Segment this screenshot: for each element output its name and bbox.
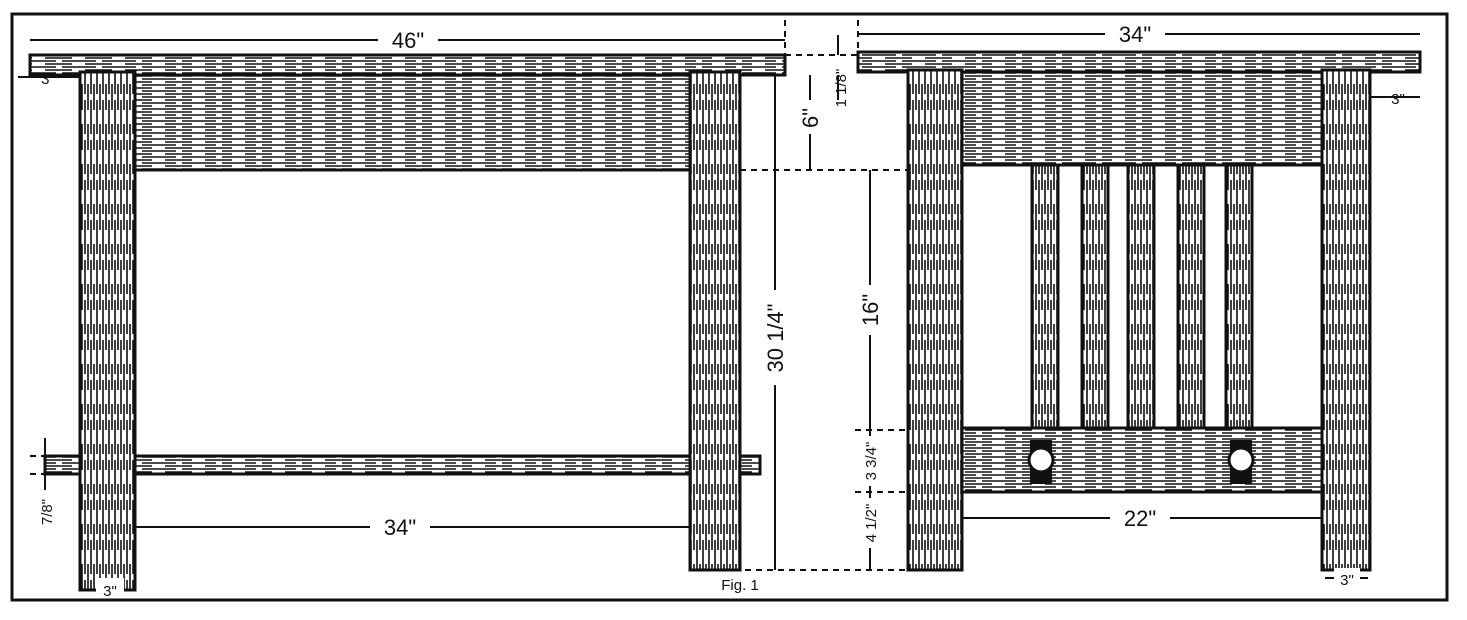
dim-top-overhang-right: 3" [1391,91,1405,108]
tenon-key [1027,440,1055,484]
frame-border [10,12,1449,602]
slat [1176,163,1206,432]
dim-overall-length: 46" [392,28,424,53]
tenon-key [1227,440,1255,484]
side-elevation [28,53,787,592]
apron-left [133,73,692,172]
dim-inner-length: 34" [384,515,416,540]
end-elevation [856,50,1422,572]
dim-leg-width-right: 3" [1340,572,1354,589]
lower-rail [960,426,1324,494]
dim-leg-width-left: 3" [103,583,117,600]
dim-overall-width: 34" [1119,22,1151,47]
slat [1080,163,1110,432]
table-top-left [28,53,787,77]
figure-caption: Fig. 1 [721,577,759,594]
leg-left-front [78,70,137,592]
dim-top-thickness: 1 1/8" [833,69,850,108]
dim-stretcher-thickness: 7/8" [39,499,56,525]
dim-apron-height: 6" [798,108,823,128]
stretcher [43,454,762,476]
slat [1030,163,1060,432]
slat [1126,163,1156,432]
apron-right [960,70,1324,167]
leg-right-back [1320,68,1372,572]
slat [1224,163,1254,432]
dim-lower-rail-clearance: 4 1/2" [863,504,880,543]
dim-inner-width: 22" [1124,506,1156,531]
dim-total-height: 30 1/4" [763,304,788,373]
dim-slat-height: 16" [858,294,883,326]
dim-top-overhang-left: 3" [41,71,55,88]
leg-left-back [688,70,742,572]
leg-right-front [906,68,964,572]
dim-lower-rail-height: 3 3/4" [863,442,880,481]
